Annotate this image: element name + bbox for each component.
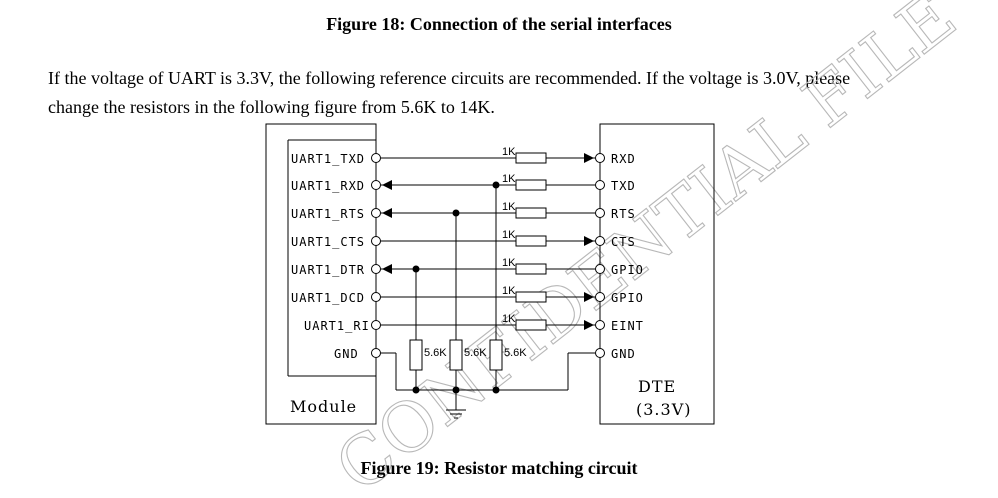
pin-dte-txd: TXD: [611, 179, 636, 193]
resistor-1k-label: 1K: [502, 229, 516, 241]
junction-dots: [412, 181, 500, 273]
series-resistors: [515, 152, 547, 331]
resistor-1k-label: 1K: [502, 285, 516, 297]
module-label: Module: [290, 397, 357, 416]
resistor-5k6-label: 5.6K: [464, 347, 487, 359]
pin-terminals: [371, 153, 605, 358]
resistor-1k-label: 1K: [502, 313, 516, 325]
paragraph-line-2: change the resistors in the following fi…: [48, 97, 495, 117]
pin-uart1-cts: UART1_CTS: [291, 235, 365, 249]
watermark-text: CONFIDENTIAL FILE: [322, 0, 971, 498]
resistor-1k-label: 1K: [502, 173, 516, 185]
pulldown-resistors: [409, 339, 503, 371]
pin-dte-cts: CTS: [611, 235, 636, 249]
ground-wires: [381, 352, 595, 419]
resistor-5k6-label: 5.6K: [504, 347, 527, 359]
pin-uart1-ri: UART1_RI: [304, 319, 370, 333]
pin-uart1-dcd: UART1_DCD: [291, 291, 365, 305]
paragraph-line-1: If the voltage of UART is 3.3V, the foll…: [48, 68, 851, 88]
figure-19-caption: Figure 19: Resistor matching circuit: [360, 458, 638, 478]
watermark: CONFIDENTIAL FILE: [321, 0, 971, 498]
pin-dte-gnd: GND: [611, 347, 636, 361]
resistor-1k-label: 1K: [502, 146, 516, 158]
pin-uart1-rts: UART1_RTS: [291, 207, 365, 221]
pin-dte-gpio-1: GPIO: [611, 263, 644, 277]
dte-label: DTE: [638, 377, 676, 396]
pin-dte-rxd: RXD: [611, 152, 636, 166]
dte-voltage: (3.3V): [636, 400, 691, 419]
common-line: [415, 185, 497, 344]
pin-uart1-txd: UART1_TXD: [291, 152, 365, 166]
resistor-1k-label: 1K: [502, 201, 516, 213]
resistor-5k6-label: 5.6K: [424, 347, 447, 359]
ground-junction-dots: [412, 386, 500, 394]
pin-uart1-rxd: UART1_RXD: [291, 179, 365, 193]
pin-dte-rts: RTS: [611, 207, 636, 221]
resistor-1k-label: 1K: [502, 257, 516, 269]
body-paragraph: If the voltage of UART is 3.3V, the foll…: [48, 64, 948, 122]
signal-arrows: [382, 153, 594, 330]
pin-dte-eint: EINT: [611, 319, 644, 333]
pin-module-gnd: GND: [334, 347, 359, 361]
pin-dte-gpio-2: GPIO: [611, 291, 644, 305]
pin-uart1-dtr: UART1_DTR: [291, 263, 365, 277]
figure-18-title: Figure 18: Connection of the serial inte…: [326, 14, 672, 34]
